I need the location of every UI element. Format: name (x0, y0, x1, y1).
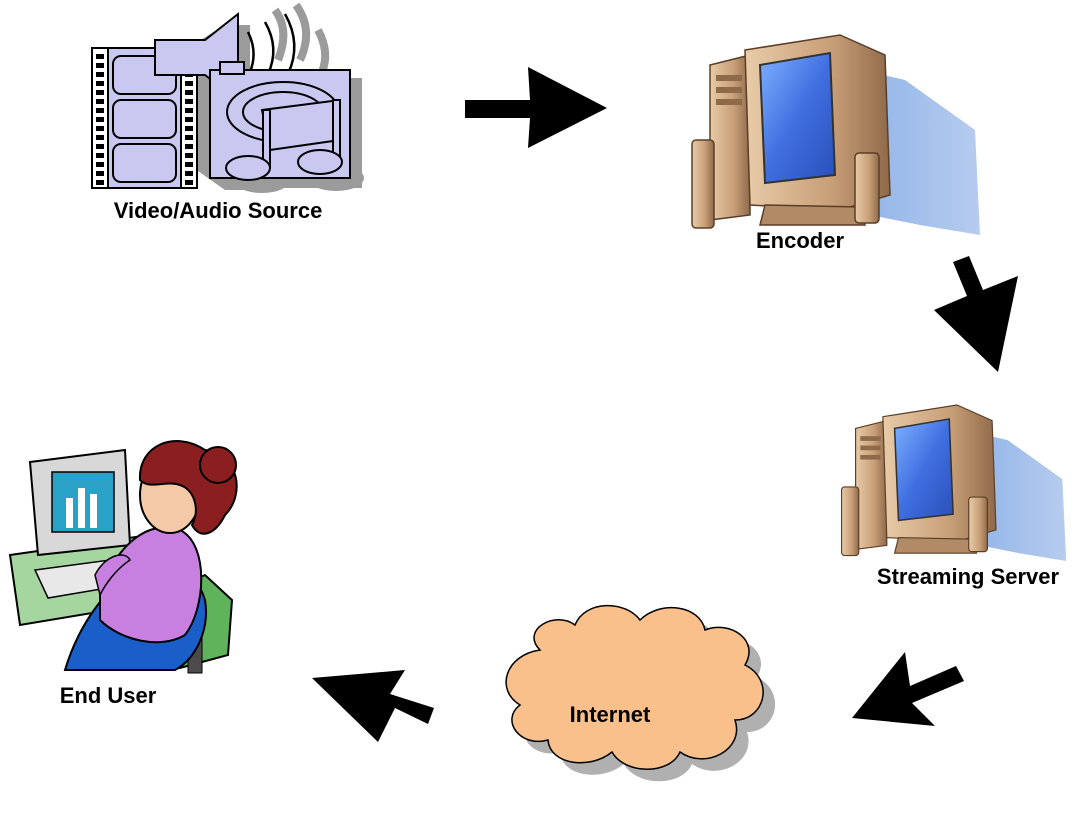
encoder-label: Encoder (756, 228, 844, 253)
desktop-computer-icon (691, 34, 980, 235)
end-user-label: End User (60, 683, 157, 708)
encoder-node: Encoder (691, 34, 980, 253)
server-label: Streaming Server (877, 564, 1060, 589)
arrow-server-to-internet (852, 652, 964, 726)
flow-arrows (312, 67, 1018, 742)
film-speaker-music-icon (91, 2, 364, 193)
internet-label: Internet (570, 702, 651, 727)
desktop-computer-icon (840, 404, 1067, 561)
arrow-source-to-encoder (465, 67, 607, 148)
arrow-encoder-to-server (934, 256, 1018, 372)
woman-at-computer-icon (8, 440, 238, 674)
source-label: Video/Audio Source (114, 198, 323, 223)
internet-node: Internet (505, 604, 776, 782)
video-audio-source-node: Video/Audio Source (91, 2, 364, 223)
streaming-server-node (840, 404, 1067, 561)
cloud-icon (505, 604, 776, 782)
end-user-node: End User (8, 440, 238, 708)
arrow-internet-to-user (312, 670, 434, 742)
